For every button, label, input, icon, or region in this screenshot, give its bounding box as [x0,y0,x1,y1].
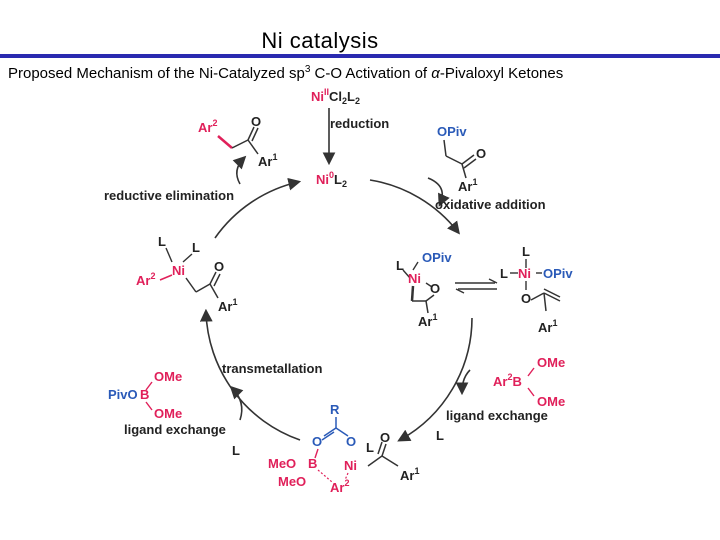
svg-text:L: L [396,258,404,273]
svg-text:Ar1: Ar1 [400,466,419,483]
svg-text:PivO: PivO [108,387,138,402]
oxidative-addition-feed-arrow [427,177,450,207]
ligand-exchange-right-label: ligand exchange [446,408,548,423]
precatalyst-formula: NiIICl2L2 [311,87,360,106]
svg-text:O: O [312,434,322,449]
ligand-exchange-left-exit-arrow [229,385,244,421]
ligand-exchange-right-feed-arrow [455,369,471,396]
cycle-arrows [199,108,473,442]
svg-text:Ar1: Ar1 [418,312,437,329]
ligand-exchange-left-label: ligand exchange [124,422,226,437]
catalyst-formula: Ni0L2 [316,170,347,189]
svg-text:O: O [430,281,440,296]
reductive-elimination-label: reductive elimination [104,188,234,203]
transmetallation-label: transmetallation [222,361,322,376]
cycle-arc-right [397,317,473,442]
ligand-out-label: L [232,443,240,458]
svg-text:Ni: Ni [172,263,185,278]
cycle-arc-left-bottom [199,308,301,441]
pivaloxy-boronate-byproduct: OMe PivO B OMe [108,369,182,421]
svg-text:L: L [522,244,530,259]
svg-text:OMe: OMe [154,406,182,421]
svg-text:B: B [140,387,149,402]
svg-text:Ni: Ni [408,271,421,286]
transmetallation-complex: R O O L Ni O Ar1 MeO B MeO Ar2 [268,402,419,495]
equilibrium-arrows [455,278,498,294]
o-bound-nickel-enolate: L L Ni OPiv O Ar1 [500,244,573,335]
svg-text:Ar2B: Ar2B [493,372,522,389]
title-rule [0,54,720,58]
svg-text:Ni: Ni [518,266,531,281]
nickelacycle-intermediate: OPiv L Ni O Ar1 [396,250,452,329]
svg-text:L: L [500,266,508,281]
svg-text:O: O [214,259,224,274]
svg-text:L: L [366,440,374,455]
aryl-nickel-intermediate: L L Ni Ar2 O Ar1 [136,234,237,314]
product-ketone: Ar2 O Ar1 [198,114,277,169]
svg-text:Ar1: Ar1 [538,318,557,335]
svg-text:MeO: MeO [278,474,306,489]
svg-text:O: O [251,114,261,129]
cycle-arc-top-left [214,177,302,239]
substrate-pivaloxy-ketone: OPiv O Ar1 [437,124,486,194]
svg-text:O: O [521,291,531,306]
aryl-boronate-reagent: OMe Ar2B OMe [493,355,565,409]
svg-text:O: O [380,430,390,445]
svg-text:OPiv: OPiv [437,124,467,139]
svg-text:OPiv: OPiv [543,266,573,281]
svg-text:R: R [330,402,340,417]
slide-title: Ni catalysis [261,28,379,53]
svg-text:Ar1: Ar1 [258,152,277,169]
svg-text:L: L [158,234,166,249]
oxidative-addition-label: oxidative addition [435,197,546,212]
svg-text:OMe: OMe [537,355,565,370]
svg-text:Ar2: Ar2 [330,478,349,495]
ligand-in-label: L [436,428,444,443]
svg-text:OMe: OMe [537,394,565,409]
reduction-label: reduction [330,116,389,131]
svg-text:OMe: OMe [154,369,182,384]
svg-text:Ar2: Ar2 [136,271,155,288]
svg-text:Ni: Ni [344,458,357,473]
svg-text:O: O [476,146,486,161]
svg-text:L: L [192,240,200,255]
svg-text:OPiv: OPiv [422,250,452,265]
svg-text:B: B [308,456,317,471]
slide-subtitle: Proposed Mechanism of the Ni-Catalyzed s… [8,64,564,82]
reductive-elimination-exit-arrow [232,155,247,185]
svg-text:MeO: MeO [268,456,296,471]
svg-text:Ar1: Ar1 [218,297,237,314]
svg-text:Ar2: Ar2 [198,118,217,135]
cycle-arc-top-right [369,179,460,235]
svg-text:Ar1: Ar1 [458,177,477,194]
svg-text:O: O [346,434,356,449]
